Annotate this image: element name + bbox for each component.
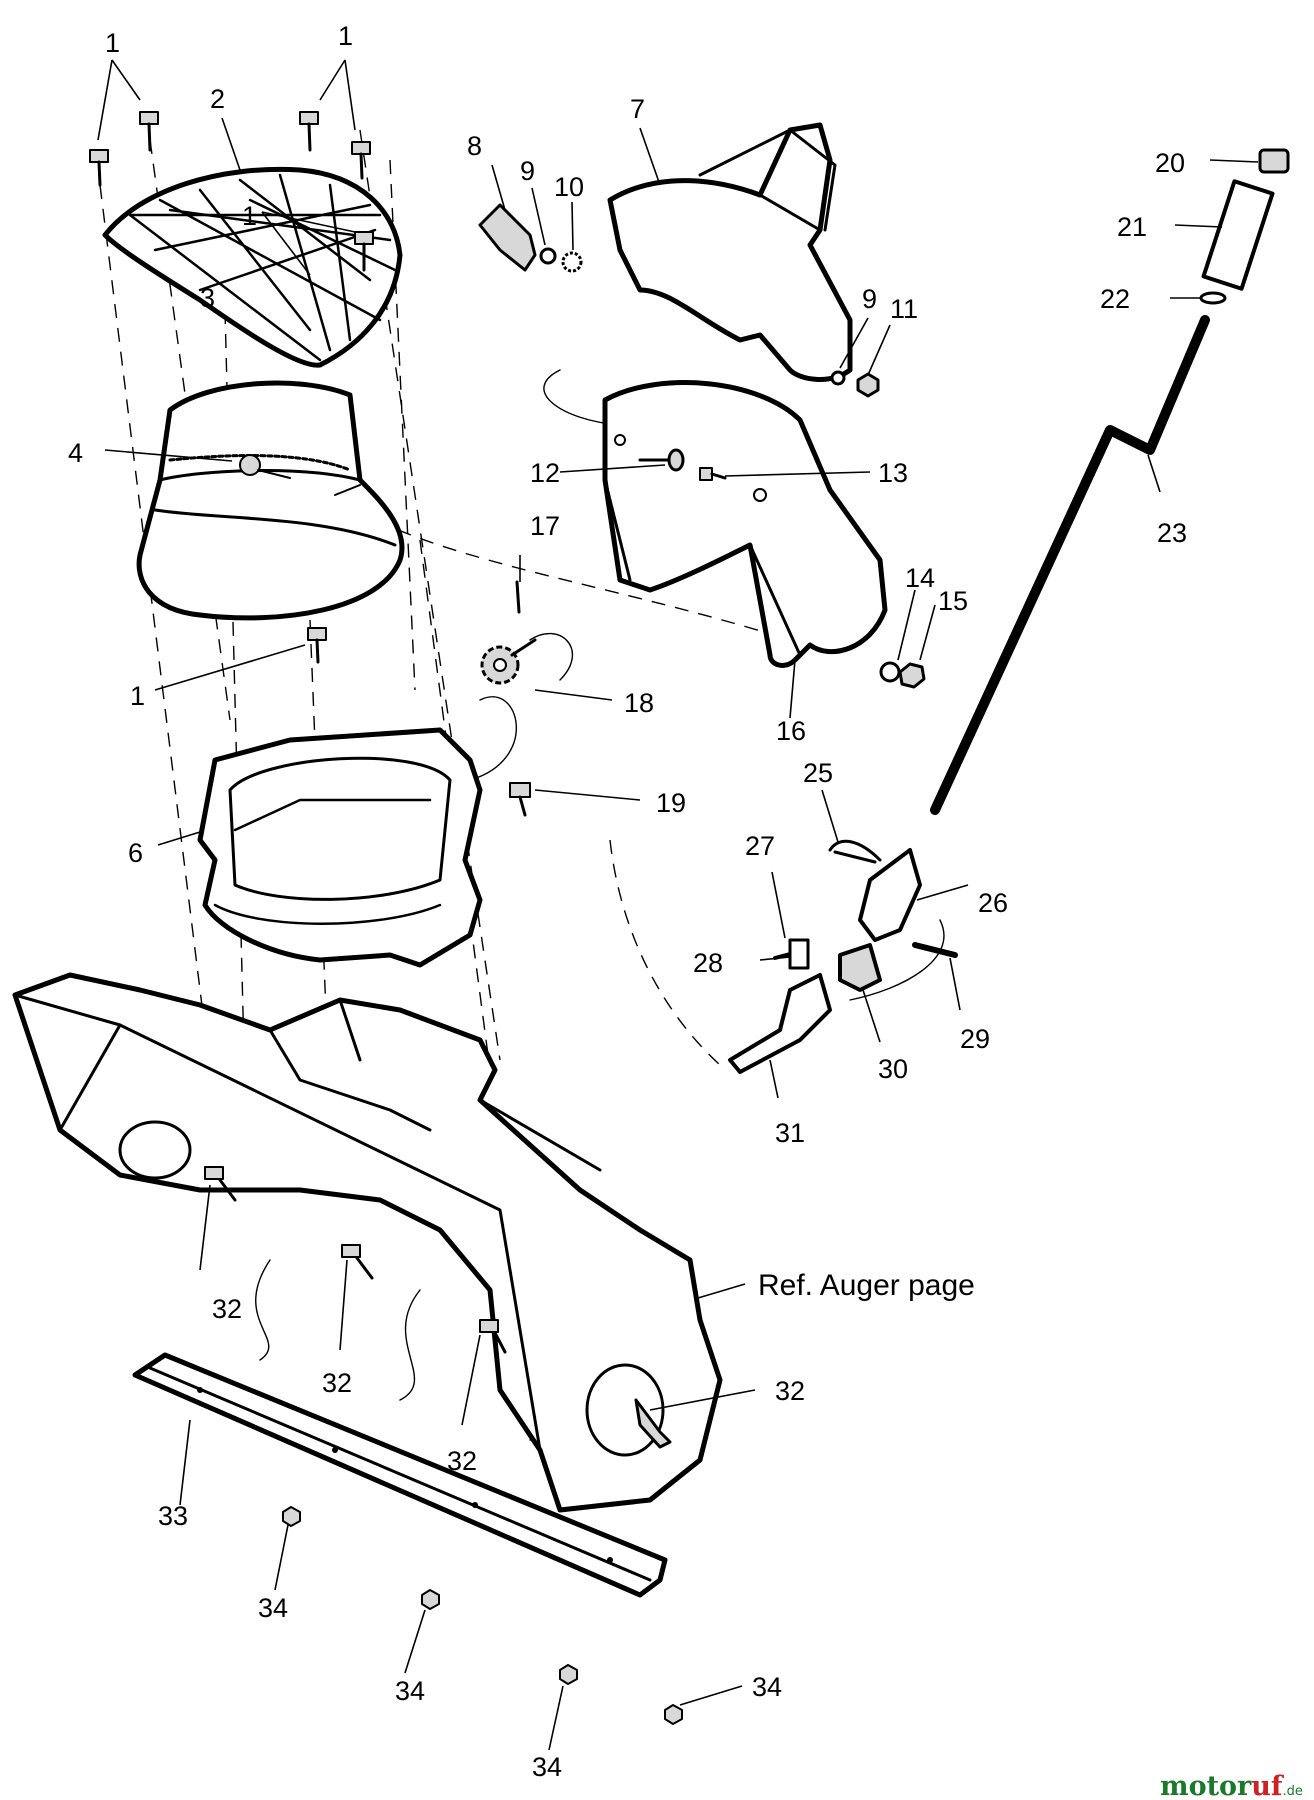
label-7: 7 bbox=[630, 94, 645, 124]
ring-part-22 bbox=[1199, 291, 1227, 305]
part-labels: 1 1 1 1 2 3 4 6 7 8 9 9 10 11 12 13 14 1… bbox=[68, 21, 1187, 1782]
label-25: 25 bbox=[803, 758, 833, 788]
label-3: 3 bbox=[200, 283, 215, 313]
hairpin-part-25 bbox=[828, 839, 882, 864]
label-32a: 32 bbox=[212, 1294, 242, 1324]
label-26: 26 bbox=[978, 888, 1008, 918]
nuts-part-34 bbox=[282, 1506, 683, 1725]
label-16: 16 bbox=[776, 716, 806, 746]
shaft-part-31 bbox=[728, 973, 832, 1074]
washer-part-9b bbox=[830, 370, 846, 386]
label-15: 15 bbox=[938, 586, 968, 616]
label-1d: 1 bbox=[130, 681, 145, 711]
linkage-assembly bbox=[728, 839, 958, 1074]
reference-note: Ref. Auger page bbox=[758, 1269, 975, 1302]
nut-part-11 bbox=[856, 372, 880, 398]
lock-washer-part-10 bbox=[561, 251, 583, 273]
label-28: 28 bbox=[693, 948, 723, 978]
scraper-bar-part-33 bbox=[132, 1352, 668, 1598]
label-32b: 32 bbox=[322, 1368, 352, 1398]
watermark-logo: motoruf.de bbox=[1160, 1771, 1303, 1800]
block-part-30 bbox=[838, 943, 882, 992]
washer-part-9 bbox=[539, 247, 557, 265]
pin-part-28 bbox=[788, 938, 810, 970]
label-17: 17 bbox=[530, 511, 560, 541]
label-34c: 34 bbox=[532, 1752, 562, 1782]
label-10: 10 bbox=[554, 172, 584, 202]
label-2: 2 bbox=[210, 84, 225, 114]
label-9a: 9 bbox=[520, 156, 535, 186]
label-32d: 32 bbox=[775, 1376, 805, 1406]
label-27: 27 bbox=[745, 831, 775, 861]
label-29: 29 bbox=[960, 1024, 990, 1054]
label-34d: 34 bbox=[752, 1672, 782, 1702]
pin-part-17 bbox=[515, 580, 521, 614]
auger-housing bbox=[12, 972, 723, 1513]
svg-text:motoruf.de: motoruf.de bbox=[1160, 1771, 1303, 1800]
label-1c: 1 bbox=[242, 201, 257, 231]
deflector-cover-part-2 bbox=[102, 166, 403, 368]
leader-lines bbox=[97, 59, 1259, 1751]
bolt-part-19 bbox=[509, 782, 531, 817]
label-33: 33 bbox=[158, 1501, 188, 1531]
chute-base-part-6 bbox=[197, 727, 483, 968]
bolts-part-1 bbox=[89, 111, 374, 664]
label-21: 21 bbox=[1117, 212, 1147, 242]
chute-ring-part-3 bbox=[136, 380, 405, 621]
label-1a: 1 bbox=[105, 28, 120, 58]
lower-chute-part-16 bbox=[602, 380, 888, 668]
label-19: 19 bbox=[656, 788, 686, 818]
label-32c: 32 bbox=[447, 1446, 477, 1476]
bracket-part-8 bbox=[478, 203, 537, 272]
bolt-part-13 bbox=[699, 467, 727, 481]
yoke-part-26 bbox=[858, 848, 922, 942]
bolts-part-32 bbox=[204, 1166, 672, 1449]
gear-part-18 bbox=[480, 638, 537, 685]
label-31: 31 bbox=[775, 1118, 805, 1148]
label-13: 13 bbox=[878, 458, 908, 488]
label-23: 23 bbox=[1157, 518, 1187, 548]
label-30: 30 bbox=[878, 1054, 908, 1084]
label-12: 12 bbox=[530, 458, 560, 488]
label-6: 6 bbox=[128, 838, 143, 868]
chute-crank-part-23 bbox=[930, 148, 1290, 815]
label-34b: 34 bbox=[395, 1676, 425, 1706]
label-14: 14 bbox=[905, 563, 935, 593]
clevis-pin-part-29 bbox=[912, 942, 958, 958]
label-22: 22 bbox=[1100, 284, 1130, 314]
label-34a: 34 bbox=[258, 1593, 288, 1623]
nut-part-15 bbox=[898, 662, 926, 689]
label-18: 18 bbox=[624, 688, 654, 718]
label-11: 11 bbox=[890, 294, 918, 324]
washer-part-14 bbox=[879, 661, 901, 683]
label-9b: 9 bbox=[862, 284, 877, 314]
label-8: 8 bbox=[467, 131, 482, 161]
cap-part-20 bbox=[1258, 148, 1290, 174]
upper-chute-part-7 bbox=[607, 122, 853, 382]
grip-part-21 bbox=[1201, 179, 1275, 291]
carriage-bolt-part-12 bbox=[638, 448, 685, 472]
label-20: 20 bbox=[1155, 148, 1185, 178]
label-4: 4 bbox=[68, 438, 83, 468]
label-1b: 1 bbox=[338, 21, 353, 51]
